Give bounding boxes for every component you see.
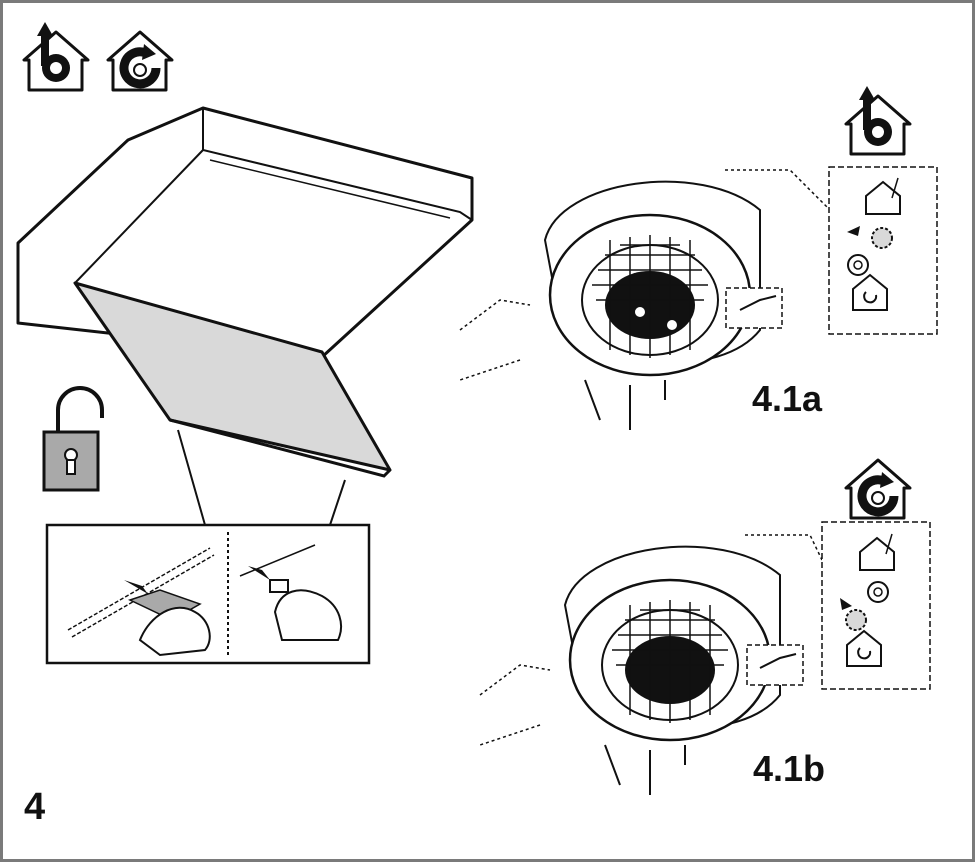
callout-lines <box>177 429 346 526</box>
recirculation-mode-icon-b <box>844 458 912 520</box>
fan-assembly-4-1b <box>479 534 823 795</box>
mode-selection-panel-b <box>821 521 931 690</box>
variant-label-4-1b: 4.1b <box>753 748 826 789</box>
recirculation-mode-icon <box>106 30 174 92</box>
filter-latch-detail-inset <box>45 523 371 665</box>
ducted-exhaust-mode-icon-a <box>844 86 912 156</box>
cooker-hood-body <box>16 106 474 359</box>
mode-selection-panel-a <box>828 166 938 335</box>
ducted-exhaust-mode-icon <box>22 22 90 92</box>
fan-assembly-4-1a <box>459 169 831 430</box>
grease-filter-panel <box>73 281 392 478</box>
step-number: 4 <box>24 786 46 828</box>
unlock-padlock-icon <box>42 386 104 492</box>
variant-label-4-1a: 4.1a <box>752 378 823 419</box>
